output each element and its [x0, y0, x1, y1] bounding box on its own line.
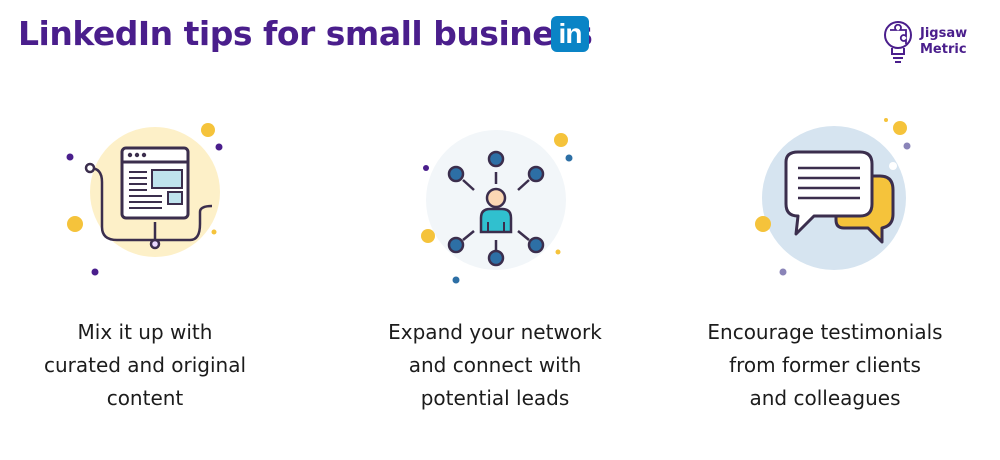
logo-text-line1: Jigsaw: [920, 26, 968, 41]
network-person-icon: [421, 130, 573, 284]
web-content-icon: [66, 123, 223, 276]
caption-line: and connect with: [408, 353, 582, 377]
caption-line: from former clients: [729, 353, 921, 377]
tip-caption-content: Mix it up with curated and original cont…: [20, 316, 270, 415]
linkedin-icon[interactable]: in: [551, 16, 589, 52]
brand-logo[interactable]: Jigsaw Metric: [880, 18, 990, 68]
caption-line: Mix it up with: [77, 320, 213, 344]
tip-caption-testimonials: Encourage testimonials from former clien…: [690, 316, 960, 415]
logo-text-line2: Metric: [920, 42, 967, 57]
puzzle-lightbulb-icon: [884, 21, 912, 63]
caption-line: content: [106, 386, 184, 410]
caption-line: Encourage testimonials: [707, 320, 943, 344]
tip-caption-network: Expand your network and connect with pot…: [370, 316, 620, 415]
caption-line: and colleagues: [749, 386, 901, 410]
caption-line: potential leads: [420, 386, 570, 410]
page-title: LinkedIn tips for small business: [18, 14, 593, 53]
caption-line: curated and original: [43, 353, 247, 377]
caption-line: Expand your network: [388, 320, 602, 344]
speech-bubbles-icon: [755, 118, 911, 276]
